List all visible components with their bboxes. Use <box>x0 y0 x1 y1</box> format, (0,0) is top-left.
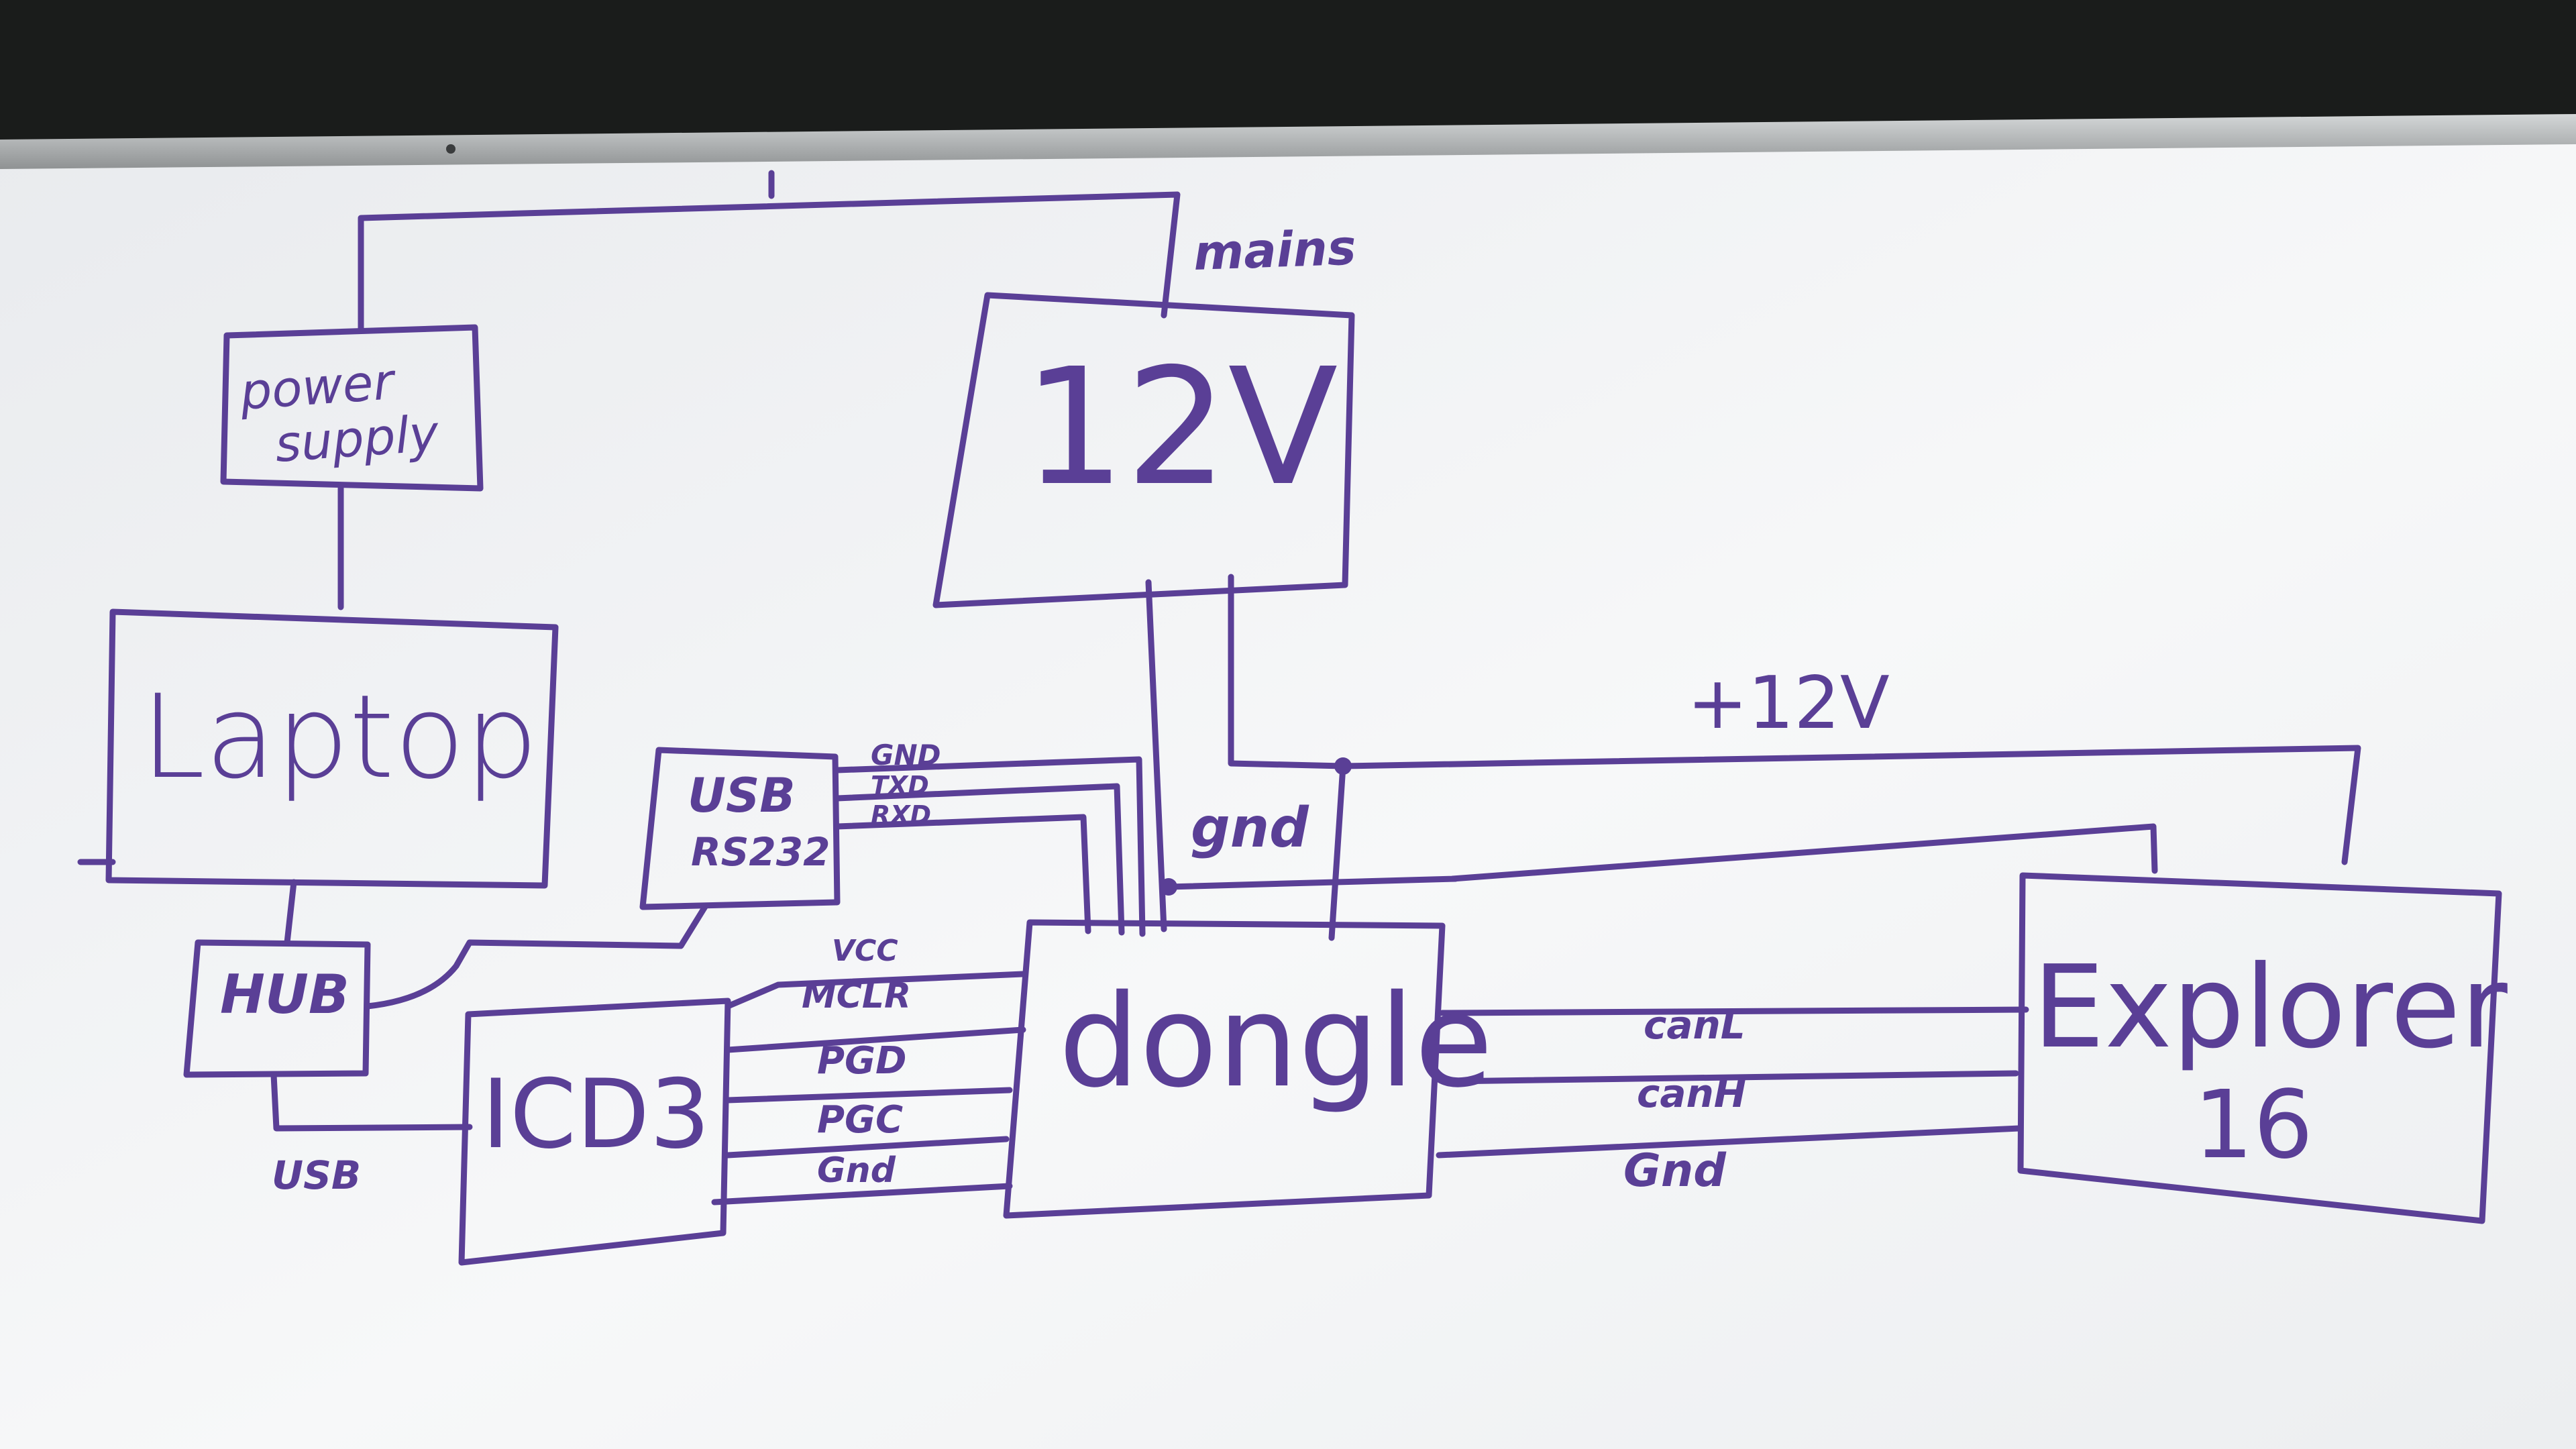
gnd-can-wire <box>1436 1125 2023 1159</box>
vcc-wire <box>724 971 1026 1010</box>
power-supply-label-line1: power <box>237 353 398 421</box>
twelve-v-label: 12V <box>1023 333 1338 521</box>
plus-12v-label: +12V <box>1687 661 1890 745</box>
usb-rs232-label-line1: USB <box>688 768 796 823</box>
twelve-v-gnd-wire <box>1145 579 1167 932</box>
explorer-label-line2: 16 <box>2194 1071 2313 1180</box>
gnd-icd-label: Gnd <box>817 1150 896 1191</box>
power-supply-box <box>220 324 484 492</box>
mclr-label: MCLR <box>802 976 911 1016</box>
junction-gnd-dot <box>1160 878 1177 896</box>
pgc-wire <box>724 1136 1010 1159</box>
serial-gnd-wire <box>834 756 1146 937</box>
gnd-bus <box>1165 823 2158 890</box>
power-supply-label-line2: supply <box>273 405 441 474</box>
usb-label: USB <box>272 1152 361 1198</box>
mains-label: mains <box>1193 219 1357 281</box>
explorer-label-line1: Explorer <box>2033 941 2508 1074</box>
dongle-box <box>1003 919 1446 1219</box>
whiteboard-frame <box>0 114 2576 169</box>
can-l-wire <box>1439 1006 2029 1016</box>
mains-wire <box>358 170 1181 333</box>
serial-txd-wire <box>834 783 1125 936</box>
plus-12v-bus <box>1340 745 2361 865</box>
whiteboard-surface <box>0 140 2576 1449</box>
icd3-label: ICD3 <box>482 1059 710 1170</box>
explorer-16-box <box>2017 872 2502 1224</box>
laptop-box <box>77 608 559 889</box>
frame-screw <box>446 144 455 154</box>
twelve-v-box <box>932 292 1355 608</box>
serial-rxd-wire <box>834 814 1091 934</box>
usb-rs232-label-line2: RS232 <box>691 829 830 875</box>
hub-box <box>183 939 371 1078</box>
dongle-label: dongle <box>1059 967 1493 1116</box>
laptop-label: Laptop <box>141 669 538 804</box>
hub-rs232-wire <box>364 902 709 1010</box>
pgd-label: PGD <box>817 1039 907 1083</box>
pgc-label: PGC <box>817 1098 903 1142</box>
can-h-label: canH <box>1637 1071 1746 1116</box>
icd3-box <box>458 998 731 1266</box>
hub-label: HUB <box>220 963 350 1026</box>
usb-rs232-box <box>639 747 841 910</box>
pgd-wire <box>724 1087 1013 1104</box>
mclr-wire <box>724 1026 1026 1053</box>
txd-label: TXD <box>871 771 929 800</box>
twelve-v-plus-wire <box>1228 574 1346 769</box>
rxd-label: RXD <box>871 800 931 830</box>
vcc-label: VCC <box>832 934 898 968</box>
can-l-label: canL <box>1644 1002 1746 1048</box>
gnd-power-label: gnd <box>1191 796 1309 860</box>
plus-12v-to-dongle <box>1328 763 1346 941</box>
junction-12v-dot <box>1334 757 1352 775</box>
hub-icd3-usb-wire <box>270 1071 473 1132</box>
gnd-icd-wire <box>711 1183 1013 1205</box>
gnd-can-label: Gnd <box>1623 1144 1727 1197</box>
can-h-wire <box>1442 1070 2019 1085</box>
gnd-serial-label: GND <box>871 739 941 771</box>
laptop-hub-wire <box>284 879 297 946</box>
